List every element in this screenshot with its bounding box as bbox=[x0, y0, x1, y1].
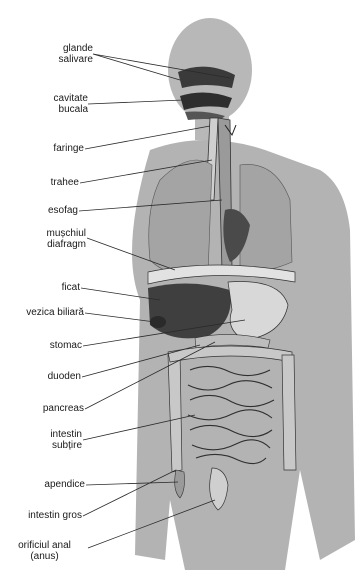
label-ficat: ficat bbox=[30, 282, 80, 293]
label-orificiul-anal: orificiul anal(anus) bbox=[2, 540, 87, 562]
descending-colon-shape bbox=[282, 355, 296, 470]
label-trahee: trahee bbox=[30, 177, 79, 188]
label-stomac: stomac bbox=[20, 340, 82, 351]
label-duoden: duoden bbox=[20, 371, 81, 382]
label-faringe: faringe bbox=[30, 143, 84, 154]
label-vezica-biliara: vezica biliară bbox=[0, 307, 84, 318]
label-intestin-gros: intestin gros bbox=[4, 510, 82, 521]
label-esofag: esofag bbox=[30, 205, 78, 216]
label-pancreas: pancreas bbox=[10, 403, 84, 414]
label-apendice: apendice bbox=[20, 479, 85, 490]
